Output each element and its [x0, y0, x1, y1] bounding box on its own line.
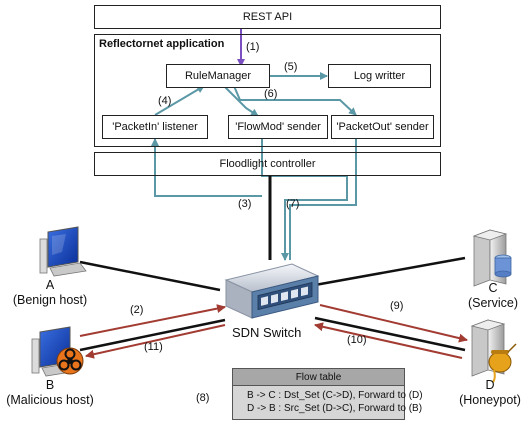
edge-switch-to-listener: [151, 138, 262, 197]
link-d-switch: [314, 316, 466, 352]
step-7-label: (7): [286, 198, 300, 210]
host-a-letter: A: [45, 278, 55, 292]
flowmod-sender-label: 'FlowMod' sender: [235, 121, 321, 133]
step-5-label: (5): [284, 61, 298, 73]
flow-table-header: Flow table: [233, 369, 404, 386]
logwriter-label: Log writter: [353, 70, 406, 82]
rulemanager-box: RuleManager: [166, 64, 270, 88]
edge-packetout-to-switch: [289, 139, 357, 260]
host-a-label: A (Benign host): [6, 278, 94, 308]
biohazard-icon: [56, 347, 84, 375]
floodlight-controller-box: Floodlight controller: [94, 152, 441, 176]
sdn-switch-icon: [224, 263, 320, 319]
packetin-listener-label: 'PacketIn' listener: [112, 121, 198, 133]
step-11-label: (11): [144, 341, 163, 353]
step-6-label: (6): [264, 88, 278, 100]
host-c-letter: C: [488, 281, 498, 295]
step-10-label: (10): [347, 334, 367, 346]
flow-table-title: Flow table: [295, 371, 342, 383]
host-c-label: C (Service): [458, 281, 528, 311]
edge-listener-to-rulemanager: [154, 85, 205, 116]
host-d-label: D (Honeypot): [452, 378, 528, 408]
edge-rulemanager-to-flowmod: [223, 85, 259, 117]
flow-rule-2: D -> B : Src_Set (D->C), Forward to (B): [247, 403, 423, 414]
host-b-letter: B: [45, 378, 55, 392]
flow-table: Flow table B -> C : Dst_Set (C->D), Forw…: [232, 368, 423, 420]
host-b-role: (Malicious host): [6, 393, 94, 407]
host-a-role: (Benign host): [12, 293, 88, 307]
flow-d-to-switch: [314, 322, 463, 359]
packetout-sender-box: 'PacketOut' sender: [331, 115, 434, 139]
packetout-sender-label: 'PacketOut' sender: [336, 121, 429, 133]
host-d-letter: D: [485, 378, 495, 392]
step-4-label: (4): [158, 95, 172, 107]
rulemanager-label: RuleManager: [184, 70, 252, 82]
sdn-switch-label: SDN Switch: [232, 325, 302, 340]
step-3-label: (3): [238, 198, 252, 210]
link-a-switch: [79, 260, 221, 292]
link-c-switch: [314, 256, 466, 287]
edge-flowmod-to-switch: [261, 139, 348, 261]
host-c-role: (Service): [467, 296, 518, 310]
floodlight-controller-label: Floodlight controller: [219, 158, 316, 170]
flowmod-sender-box: 'FlowMod' sender: [228, 115, 328, 139]
flow-switch-to-b: [85, 324, 226, 359]
rest-api-box: REST API: [94, 5, 441, 29]
link-b-switch: [79, 318, 226, 352]
application-title: Reflectornet application: [99, 38, 225, 50]
flow-switch-to-d: [319, 304, 468, 343]
flow-b-to-switch: [79, 304, 226, 337]
benign-host-computer-icon: [39, 226, 87, 277]
rest-api-label: REST API: [242, 11, 293, 23]
flow-rule-1: B -> C : Dst_Set (C->D), Forward to (D): [247, 390, 423, 401]
packetin-listener-box: 'PacketIn' listener: [102, 115, 208, 139]
host-b-label: B (Malicious host): [0, 378, 100, 408]
step-8-label: (8): [196, 392, 210, 404]
service-server-icon: [472, 229, 512, 287]
step-2-label: (2): [130, 304, 144, 316]
step-9-label: (9): [390, 300, 404, 312]
edge-rulemanager-to-packetout: [233, 85, 357, 116]
step-1-label: (1): [246, 41, 260, 53]
host-d-role: (Honeypot): [459, 393, 521, 407]
reflectornet-application-box: Reflectornet application: [94, 34, 441, 147]
logwriter-box: Log writter: [328, 64, 431, 88]
honey-pot-icon: [488, 343, 517, 383]
